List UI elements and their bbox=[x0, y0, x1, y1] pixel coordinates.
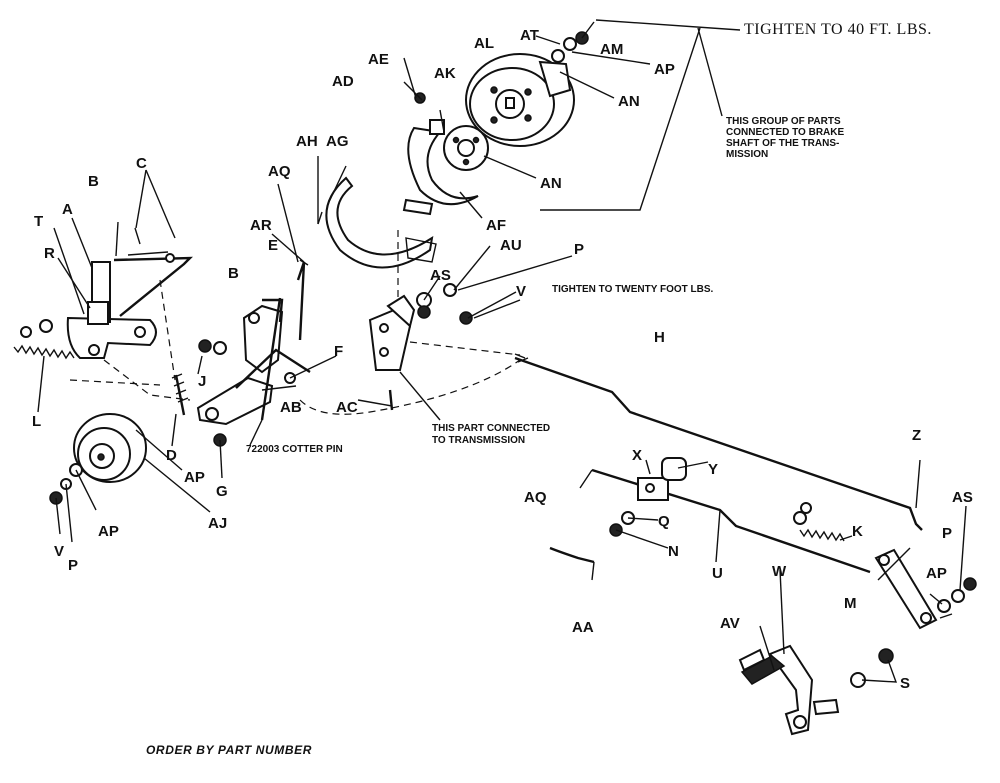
note-part-conn-line2: TO TRANSMISSION bbox=[432, 435, 525, 446]
label-au: AU bbox=[500, 237, 522, 254]
label-b-2: B bbox=[228, 265, 239, 282]
label-w: W bbox=[772, 563, 787, 580]
label-am: AM bbox=[600, 41, 623, 58]
label-ap-2: AP bbox=[98, 523, 119, 540]
spring-k bbox=[793, 502, 845, 542]
label-q: Q bbox=[658, 513, 670, 530]
note-tighten-20: TIGHTEN TO TWENTY FOOT LBS. bbox=[552, 284, 714, 295]
spring-l bbox=[13, 319, 75, 360]
label-v-2: V bbox=[516, 283, 526, 300]
label-ad: AD bbox=[332, 73, 354, 90]
label-at: AT bbox=[520, 27, 539, 44]
lever-m-pedal-w bbox=[738, 548, 977, 736]
label-b: B bbox=[88, 173, 99, 190]
brake-rod-h bbox=[514, 353, 923, 531]
transmission-bracket bbox=[299, 283, 521, 415]
label-ar: AR bbox=[250, 217, 272, 234]
label-g: G bbox=[216, 483, 228, 500]
label-f: F bbox=[334, 343, 343, 360]
note-group-line1: THIS GROUP OF PARTS bbox=[726, 116, 841, 127]
label-ac: AC bbox=[336, 399, 358, 416]
label-p-1: P bbox=[68, 557, 78, 574]
leader-lines bbox=[37, 19, 967, 683]
brake-lever-assembly bbox=[171, 259, 311, 447]
label-as-1: AS bbox=[430, 267, 451, 284]
label-an-1: AN bbox=[618, 93, 640, 110]
label-p-2: P bbox=[574, 241, 584, 258]
label-ap-1: AP bbox=[184, 469, 205, 486]
label-l: L bbox=[32, 413, 41, 430]
parts-drawing bbox=[13, 19, 977, 736]
label-z: Z bbox=[912, 427, 921, 444]
label-aa: AA bbox=[572, 619, 594, 636]
label-n: N bbox=[668, 543, 679, 560]
label-an-2: AN bbox=[540, 175, 562, 192]
note-part-conn-line1: THIS PART CONNECTED bbox=[432, 423, 550, 434]
annotations: TIGHTEN TO 40 FT. LBS. THIS GROUP OF PAR… bbox=[146, 21, 932, 757]
label-m: M bbox=[844, 595, 857, 612]
label-al: AL bbox=[474, 35, 494, 52]
label-ah: AH bbox=[296, 133, 318, 150]
label-x: X bbox=[632, 447, 642, 464]
label-ab: AB bbox=[280, 399, 302, 416]
note-tighten-40: TIGHTEN TO 40 FT. LBS. bbox=[744, 21, 932, 38]
note-group-line4: MISSION bbox=[726, 149, 768, 160]
label-e: E bbox=[268, 237, 278, 254]
label-ap-4: AP bbox=[926, 565, 947, 582]
label-y: Y bbox=[708, 461, 718, 478]
label-ae: AE bbox=[368, 51, 389, 68]
label-v-1: V bbox=[54, 543, 64, 560]
label-h: H bbox=[654, 329, 665, 346]
label-aq-1: AQ bbox=[268, 163, 291, 180]
label-u: U bbox=[712, 565, 723, 582]
footer-order-note: ORDER BY PART NUMBER bbox=[146, 743, 312, 757]
hub-an bbox=[443, 125, 489, 171]
pulley-aj bbox=[49, 413, 147, 505]
label-c: C bbox=[136, 155, 147, 172]
note-cotter-pin: 722003 COTTER PIN bbox=[246, 444, 343, 455]
note-group-line3: SHAFT OF THE TRANS- bbox=[726, 138, 839, 149]
label-af: AF bbox=[486, 217, 506, 234]
note-group-line2: CONNECTED TO BRAKE bbox=[726, 127, 844, 138]
label-s: S bbox=[900, 675, 910, 692]
part-labels: A B C T R L D G J AP AJ V P AP E B AQ AR… bbox=[32, 27, 973, 692]
label-ag: AG bbox=[326, 133, 349, 150]
label-k: K bbox=[852, 523, 863, 540]
label-aq-2: AQ bbox=[524, 489, 547, 506]
rod-u bbox=[549, 457, 871, 574]
label-aj: AJ bbox=[208, 515, 227, 532]
label-ap-3: AP bbox=[654, 61, 675, 78]
brake-band-ag bbox=[317, 92, 479, 320]
label-a: A bbox=[62, 201, 73, 218]
label-r: R bbox=[44, 245, 55, 262]
label-j: J bbox=[198, 373, 206, 390]
label-ak: AK bbox=[434, 65, 456, 82]
label-as-2: AS bbox=[952, 489, 973, 506]
label-av: AV bbox=[720, 615, 740, 632]
label-p-3: P bbox=[942, 525, 952, 542]
label-t: T bbox=[34, 213, 43, 230]
label-d: D bbox=[166, 447, 177, 464]
left-bracket-assembly bbox=[66, 221, 193, 401]
brake-drum-al bbox=[465, 31, 589, 147]
